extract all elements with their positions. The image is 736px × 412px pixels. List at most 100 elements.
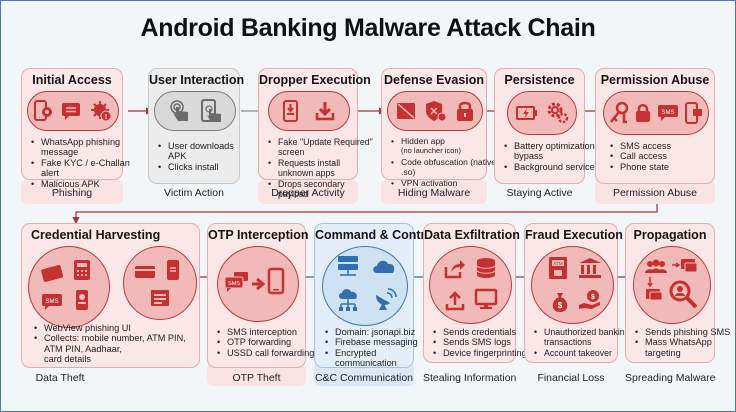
stage-otp-interception: OTP Interception SMS SMS interception OT…: [207, 223, 314, 368]
stage-title: Credential Harvesting: [31, 228, 161, 242]
tap-hand-icon: [169, 100, 188, 121]
stage-initial-access: Initial Access ! WhatsApp phishing messa…: [21, 68, 130, 189]
svg-text:SMS: SMS: [661, 110, 674, 116]
bullet: Call access: [610, 151, 720, 162]
sms-bubble-icon: SMS: [658, 105, 678, 121]
phone-whatsapp-icon: [34, 100, 52, 121]
stage-bullets: Sends phishing SMS Mass WhatsApp targeti…: [631, 327, 735, 358]
padlock-icon: [457, 101, 473, 121]
caption-bg: [595, 180, 715, 204]
bullet: Background service: [504, 162, 600, 173]
share-export-icon: [444, 260, 465, 279]
icon-circle: ATM $ $: [531, 246, 614, 324]
stage-title: Fraud Execution: [525, 228, 623, 242]
sms-forward-icon: SMS: [224, 272, 248, 292]
stage-bullets: User downloads APK Clicks install: [154, 141, 254, 173]
icon-circle: [322, 246, 408, 326]
stage-bullets: Fake "Update Required" screen Requests i…: [264, 137, 373, 199]
database-icon: [476, 258, 496, 278]
bullet: VPN activation: [391, 178, 501, 189]
icon-pill: [387, 91, 483, 131]
download-icon: [315, 102, 335, 121]
users-group-icon: [645, 259, 667, 273]
icon-pill: [507, 91, 577, 135]
stage-title: Defense Evasion: [383, 73, 485, 87]
icon-circle: SMS: [28, 246, 110, 328]
stage-caption: Hiding Malware: [397, 187, 471, 199]
form-window-icon: [151, 290, 169, 306]
stage-title: Persistence: [504, 73, 575, 87]
bullet: Code obfuscation (native .so): [391, 157, 501, 178]
chat-bubbles-icon: [646, 259, 698, 301]
stage-caption: Dropper Activity: [271, 187, 345, 199]
bullet: Requests install unknown apps: [268, 158, 373, 179]
stage-title: OTP Interception: [208, 228, 309, 242]
bullet: Drops secondary payload: [268, 179, 373, 200]
coin-hand-icon: $: [579, 290, 600, 309]
stage-bullets: SMS interception OTP forwarding USSD cal…: [213, 327, 323, 359]
card-icon: [135, 266, 155, 278]
gears-icon: [547, 102, 568, 124]
atm-icon: ATM: [549, 257, 567, 279]
server-icon: [338, 256, 358, 276]
stage-credential-harvesting: Credential Harvesting SMS WebView phishi…: [21, 223, 200, 368]
bullet: Clicks install: [158, 162, 254, 173]
credit-card-icon: [41, 265, 64, 282]
stage-title: Initial Access: [32, 73, 112, 87]
monitor-icon: [474, 288, 498, 309]
bullet: OTP forwarding: [217, 337, 323, 348]
stage-bullets: SMS access Call access Phone state: [606, 141, 720, 173]
bullet-note: (no launcher icon): [401, 146, 462, 156]
icon-pill: !: [27, 91, 119, 131]
bullet: User downloads APK: [158, 141, 254, 162]
stage-bullets: Domain: jsonapi.biz Firebase messaging E…: [321, 327, 429, 369]
stage-title: Propagation: [633, 228, 707, 242]
magnifier-user-icon: [669, 280, 698, 309]
stage-defense-evasion: Defense Evasion Hidden app (no launcher …: [381, 68, 496, 188]
bullet: Collects: mobile number, ATM PIN,: [34, 333, 214, 344]
stage-caption: Data Theft: [35, 372, 85, 384]
bullet: Fake "Update Required" screen: [268, 137, 373, 158]
bullet-continued: ATM PIN, Aadhaar,: [44, 343, 122, 354]
stage-bullets: Unauthorized banking transactions Accoun…: [530, 327, 636, 359]
bullet: Fake KYC / e-Challan alert: [31, 158, 133, 179]
cloud-network-icon: [339, 289, 357, 311]
bullet: Sends SMS logs: [433, 337, 535, 348]
phone-profile-icon: [76, 290, 88, 310]
phone-chat-icon: [685, 102, 702, 124]
sms-bubble-icon: SMS: [42, 294, 62, 310]
stage-bullets: Battery optimization bypass Background s…: [500, 141, 600, 173]
bullet: Account takeover: [534, 348, 636, 359]
shield-x-icon: [426, 101, 447, 122]
icon-pill: [154, 91, 236, 131]
diagram-title: Android Banking Malware Attack Chain: [140, 14, 596, 42]
bullet: Malicious APK: [31, 179, 133, 190]
stage-bullets: Sends credentials Sends SMS logs Device …: [429, 327, 535, 359]
hidden-app-icon: [397, 103, 415, 119]
icon-pill: [268, 91, 350, 131]
svg-text:!: !: [105, 114, 107, 121]
phone-transfer-icon: [167, 260, 179, 280]
svg-text:ATM: ATM: [553, 261, 562, 266]
virus-alert-icon: !: [91, 101, 112, 122]
stage-bullets: Hidden app (no launcher icon) Code obfus…: [387, 136, 501, 188]
padlock-icon: [636, 104, 650, 122]
stage-title: User Interaction: [149, 73, 245, 87]
bullet-continued: card details: [44, 354, 91, 365]
bullet: Battery optimization bypass: [504, 141, 600, 162]
bullet: USSD call forwarding: [217, 348, 323, 359]
stage-caption: Permission Abuse: [612, 187, 698, 199]
phone-download-icon: [283, 100, 298, 122]
svg-text:$: $: [558, 301, 563, 310]
stage-title: Command & Control: [315, 228, 437, 242]
stage-title: Permission Abuse: [600, 73, 710, 87]
stage-title: Data Exfiltration: [424, 228, 520, 242]
bullet: Unauthorized banking transactions: [534, 327, 636, 348]
phone-icon: [267, 267, 285, 295]
arrow-row1-to-row2: [72, 204, 658, 225]
stage-permission-abuse: Permission Abuse SMS SMS access Call acc…: [595, 68, 715, 184]
stage-propagation: Propagation Sends phishing SMS Mass What…: [625, 223, 730, 363]
icon-circle: [429, 246, 512, 324]
svg-text:SMS: SMS: [45, 299, 58, 305]
keys-icon: [610, 101, 629, 124]
